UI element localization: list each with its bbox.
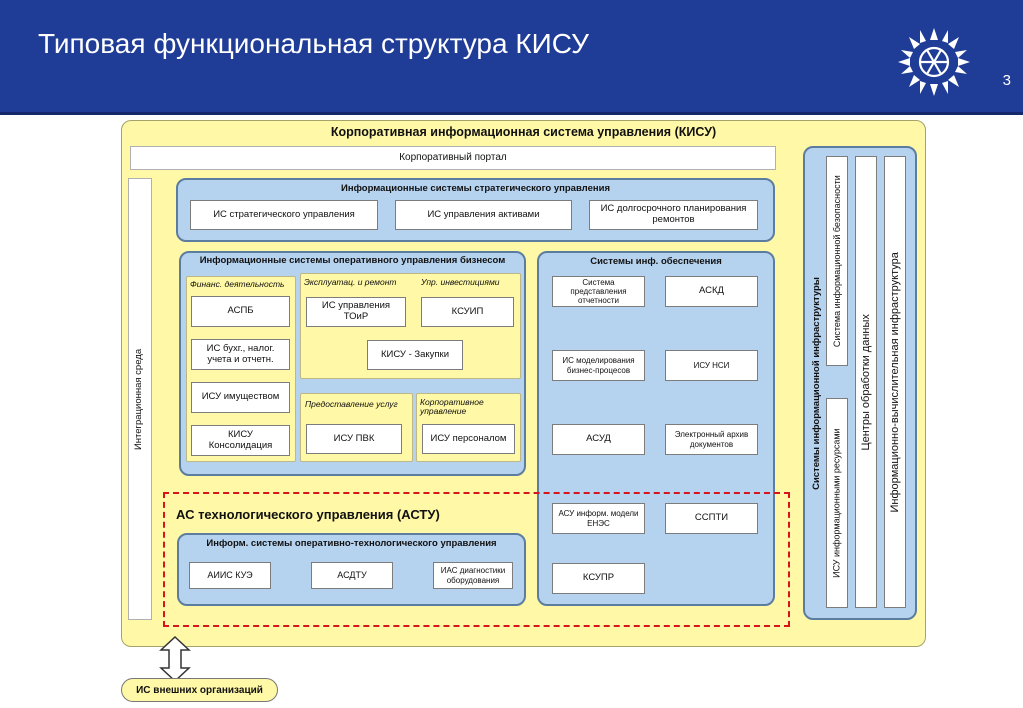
header-bar	[0, 0, 1023, 115]
finance-group-label: Финанс. деятельность	[190, 279, 285, 289]
double-arrow-icon	[159, 636, 191, 682]
page-number: 3	[1002, 72, 1011, 89]
integration-environment: Интеграционная среда	[128, 178, 152, 620]
computing-infrastructure: Информационно-вычислительная инфраструкт…	[884, 156, 906, 608]
astu-region	[163, 492, 790, 627]
isu-pvk-system: ИСУ ПВК	[306, 424, 402, 454]
toir-system: ИС управления ТОиР	[306, 297, 406, 327]
support-item: ИС моделирования бизнес-процесов	[552, 350, 645, 381]
integration-environment-label: Интеграционная среда	[133, 348, 145, 450]
procurement-system: КИСУ - Закупки	[367, 340, 463, 370]
astu-item: ИАС диагностики оборудования	[433, 562, 513, 589]
support-systems-title: Системы инф. обеспечения	[590, 256, 722, 267]
kisu-title: Корпоративная информационная система упр…	[330, 125, 717, 139]
finance-item: АСПБ	[191, 296, 290, 327]
data-centers: Центры обработки данных	[855, 156, 877, 608]
maintenance-group-label: Эксплуатац. и ремонт	[304, 277, 397, 287]
strategic-item: ИС долгосрочного планирования ремонтов	[589, 200, 758, 230]
support-item: Электронный архив документов	[665, 424, 758, 455]
hr-group-label: Корпоративное управление	[420, 397, 484, 417]
security-system: Система информационной безопасности	[826, 156, 848, 366]
strategic-systems-title: Информационные системы стратегического у…	[341, 183, 610, 194]
resources-system-label: ИСУ информационными ресурсами	[831, 428, 842, 578]
finance-item: ИС бухг., налог. учета и отчетн.	[191, 339, 290, 370]
support-item: Система представления отчетности	[552, 276, 645, 307]
operational-systems-title: Информационные системы оперативного упра…	[199, 255, 506, 266]
security-system-label: Система информационной безопасности	[831, 175, 842, 347]
support-item: КСУПР	[552, 563, 645, 594]
astu-title: АС технологического управления (АСТУ)	[176, 507, 440, 522]
company-logo-icon	[898, 28, 970, 96]
astu-item: АИИС КУЭ	[189, 562, 271, 589]
investment-group-label: Упр. инвестициями	[421, 277, 500, 287]
resources-system: ИСУ информационными ресурсами	[826, 398, 848, 608]
isu-hr-system: ИСУ персоналом	[422, 424, 515, 454]
support-item: АСКД	[665, 276, 758, 307]
infrastructure-title: Системы информационной инфраструктуры	[810, 276, 822, 490]
page-title: Типовая функциональная структура КИСУ	[38, 28, 589, 59]
support-item: ИСУ НСИ	[665, 350, 758, 381]
support-item: ССПТИ	[665, 503, 758, 534]
finance-item: ИСУ имуществом	[191, 382, 290, 413]
external-organizations: ИС внешних организаций	[121, 678, 278, 702]
strategic-item: ИС стратегического управления	[190, 200, 378, 230]
corporate-portal: Корпоративный портал	[130, 146, 776, 170]
astu-operational-title: Информ. системы оперативно-технологическ…	[206, 538, 497, 549]
computing-infrastructure-label: Информационно-вычислительная инфраструкт…	[888, 251, 901, 513]
infrastructure-title-holder: Системы информационной инфраструктуры	[805, 150, 827, 616]
astu-item: АСДТУ	[311, 562, 393, 589]
services-group-label: Предоставление услуг	[305, 399, 398, 409]
support-item: АСУ информ. модели ЕНЭС	[552, 503, 645, 534]
support-item: АСУД	[552, 424, 645, 455]
data-centers-label: Центры обработки данных	[859, 313, 872, 451]
strategic-item: ИС управления активами	[395, 200, 572, 230]
ksuip-system: КСУИП	[421, 297, 514, 327]
finance-item: КИСУ Консолидация	[191, 425, 290, 456]
